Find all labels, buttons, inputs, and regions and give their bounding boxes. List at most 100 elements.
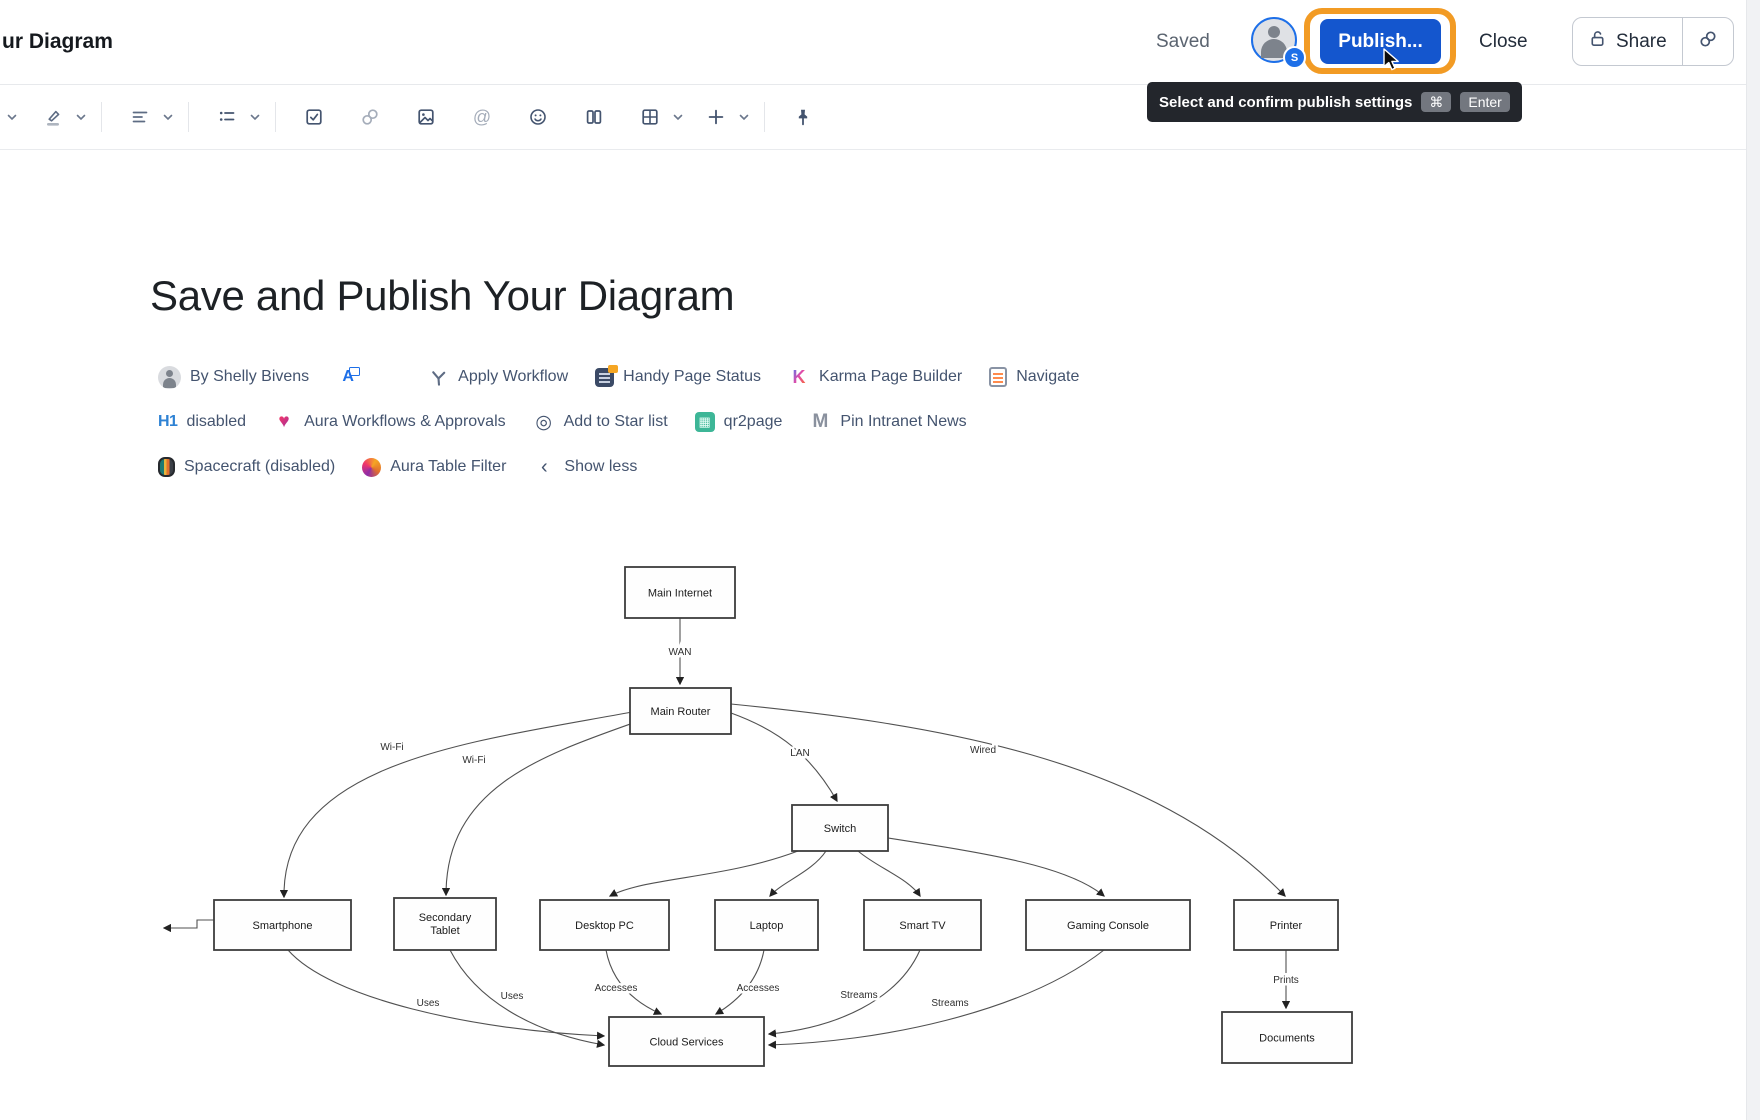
translate-icon: A [336, 366, 361, 388]
insert-plus-icon[interactable] [699, 97, 733, 137]
svg-text:Smart TV: Smart TV [899, 920, 946, 932]
cmd-key-badge: ⌘ [1421, 92, 1452, 112]
image-icon[interactable] [409, 97, 443, 137]
add-to-star-list[interactable]: ◎Add to Star list [533, 411, 667, 433]
diagram-node-smart-tv[interactable]: Smart TV [863, 899, 982, 951]
translate-shortcut[interactable]: A [336, 366, 400, 388]
macro-label: Pin Intranet News [840, 413, 967, 430]
macro-label: Apply Workflow [458, 368, 569, 385]
macro-row: H1 disabled ♥Aura Workflows & Approvals ◎Ad… [158, 409, 1760, 435]
chevron-down-icon[interactable] [670, 97, 686, 137]
diagram-node-smartphone[interactable]: Smartphone [213, 899, 352, 951]
table-icon[interactable] [633, 97, 667, 137]
text-align-icon[interactable] [123, 97, 157, 137]
emoji-icon[interactable] [521, 97, 555, 137]
share-label: Share [1616, 30, 1667, 52]
author-avatar-icon [158, 365, 181, 389]
macro-row: Spacecraft (disabled) Aura Table Filter ‹ S… [158, 454, 1760, 480]
svg-text:Documents: Documents [1259, 1033, 1315, 1045]
aura-filter-icon [362, 457, 382, 477]
chevron-down-icon[interactable] [736, 97, 752, 137]
diagram-edge-label: Prints [1273, 975, 1299, 986]
diagram-edge [287, 949, 606, 1040]
diagram-edge-label: LAN [790, 748, 809, 759]
m-icon: M [812, 411, 829, 432]
diagram-node-main-router[interactable]: Main Router [629, 687, 732, 735]
diagram-node-printer[interactable]: Printer [1233, 899, 1339, 951]
diagram-edge [162, 919, 214, 933]
divider [1681, 18, 1683, 65]
diagram-edge [605, 949, 663, 1015]
diagram-edge-label: Wi-Fi [380, 742, 403, 753]
page-author[interactable]: By Shelly Bivens [158, 365, 310, 389]
byline-row: By Shelly Bivens A Apply Workflow Handy Pag… [158, 364, 1760, 390]
pin-icon[interactable] [786, 97, 820, 137]
close-button[interactable]: Close [1479, 31, 1528, 52]
highlighter-icon[interactable] [36, 97, 70, 137]
diagram-edge [767, 949, 921, 1038]
qr2page[interactable]: ▦qr2page [694, 412, 782, 432]
copy-link-button[interactable] [1683, 18, 1733, 65]
spacecraft-disabled[interactable]: Spacecraft (disabled) [158, 457, 335, 477]
macro-label: disabled [186, 413, 247, 430]
svg-text:Smartphone: Smartphone [253, 920, 313, 932]
publish-button[interactable]: Publish... [1320, 19, 1441, 64]
scrollbar-track[interactable] [1746, 0, 1760, 1120]
h1-disabled[interactable]: H1 disabled [158, 411, 246, 433]
link-icon[interactable] [353, 97, 387, 137]
svg-text:Gaming Console: Gaming Console [1067, 920, 1149, 932]
window-doc-title: ur Diagram [2, 30, 113, 53]
chevron-down-icon[interactable] [73, 97, 89, 137]
tooltip-text: Select and confirm publish settings [1159, 93, 1413, 111]
diagram-node-documents[interactable]: Documents [1221, 1011, 1353, 1064]
diagram-node-gaming-console[interactable]: Gaming Console [1025, 899, 1191, 951]
mention-icon[interactable]: @ [472, 106, 492, 127]
diagram-node-laptop[interactable]: Laptop [714, 899, 819, 951]
diagram-edge [730, 712, 838, 803]
aura-table-filter[interactable]: Aura Table Filter [362, 457, 506, 477]
macro-label: Aura Workflows & Approvals [304, 413, 506, 430]
page-title[interactable]: Save and Publish Your Diagram [150, 272, 735, 319]
share-button[interactable]: Share [1573, 18, 1682, 65]
macro-label: Karma Page Builder [819, 368, 963, 385]
karma-page-builder[interactable]: K Karma Page Builder [788, 366, 963, 388]
columns-layout-icon[interactable] [577, 97, 611, 137]
apply-workflow[interactable]: Apply Workflow [427, 366, 568, 388]
chevron-left-icon: ‹ [541, 455, 548, 478]
workflow-icon [427, 366, 449, 388]
macro-label: By Shelly Bivens [190, 368, 310, 385]
karma-icon: K [788, 366, 810, 388]
diagram-edge-label: Streams [931, 998, 968, 1009]
aura-workflows-approvals[interactable]: ♥Aura Workflows & Approvals [273, 411, 506, 433]
svg-text:Printer: Printer [1270, 920, 1303, 932]
show-less[interactable]: ‹ Show less [533, 456, 637, 478]
diagram-edge [887, 837, 1105, 897]
avatar[interactable] [1251, 17, 1297, 63]
pin-intranet-news[interactable]: M Pin Intranet News [809, 411, 966, 433]
macro-label: Spacecraft (disabled) [184, 458, 336, 475]
navigate[interactable]: Navigate [989, 367, 1079, 387]
diagram-edge [449, 949, 606, 1048]
diagram-node-main-internet[interactable]: Main Internet [624, 566, 736, 619]
bullet-list-icon[interactable] [210, 97, 244, 137]
diagram-node-desktop-pc[interactable]: Desktop PC [539, 899, 670, 951]
diagram-node-switch[interactable]: Switch [791, 804, 889, 852]
diagram-edge [857, 850, 921, 898]
h1-icon: H1 [158, 413, 178, 430]
diagram-node-cloud-services[interactable]: Cloud Services [608, 1016, 765, 1067]
chevron-down-icon[interactable] [160, 97, 176, 137]
handy-page-status[interactable]: Handy Page Status [595, 364, 761, 387]
chevron-down-icon[interactable] [247, 97, 263, 137]
diagram-edge [714, 949, 765, 1015]
diagram-edge-label: Streams [840, 990, 877, 1001]
document-body: Save and Publish Your Diagram By Shelly … [0, 150, 1760, 480]
diagram-edge [769, 850, 827, 897]
divider [188, 102, 189, 132]
diagram-edge [730, 703, 1286, 897]
macro-label: Show less [564, 458, 638, 475]
chevron-down-icon[interactable] [4, 97, 20, 137]
task-checkbox-icon[interactable] [297, 97, 331, 137]
